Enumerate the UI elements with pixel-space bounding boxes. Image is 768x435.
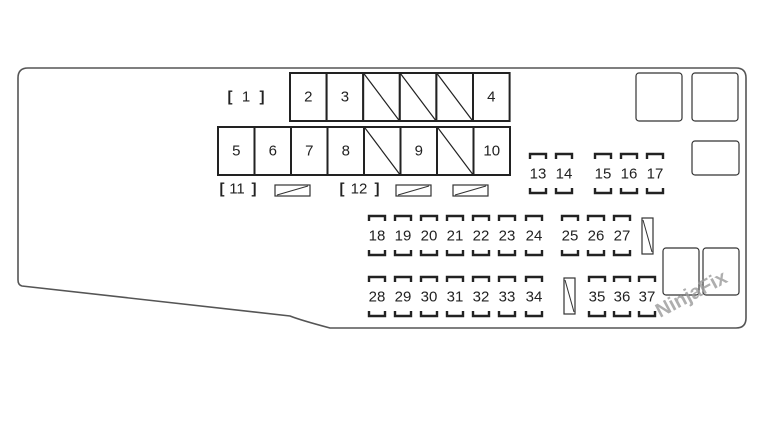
fuse-fuses_bottom-7: 35 [587,275,607,318]
relay-label: 5 [232,143,240,160]
fuse-number: 15 [595,166,612,183]
svg-text:]: ] [260,89,265,106]
relay-3: 3 [325,72,365,122]
svg-text:[: [ [340,181,345,198]
fuse-number: 34 [526,289,543,306]
fuse-number: 37 [639,289,656,306]
relay-empty-slot [435,72,474,122]
fuse-fuses_mid-7: 25 [560,214,580,257]
fuse-fuses_bottom-8: 36 [612,275,632,318]
fuse-fuses_mid-2: 20 [419,214,439,257]
svg-text:[: [ [220,181,225,198]
bracket-label-11: [ 11 ] [220,181,257,198]
fuse-fuses_bottom-0: 28 [367,275,387,318]
fuse-fuses_bottom-5: 33 [497,275,517,318]
relay-8: 8 [326,126,365,176]
relay-9: 9 [399,126,438,176]
fuse-number: 31 [447,289,464,306]
bracket-label-12: [ 12 ] [340,181,380,198]
svg-text:]: ] [375,181,380,198]
fuse-fuses_top-2: 15 [593,152,613,195]
relay-empty-slot [436,126,475,176]
relay-label: 8 [342,143,350,160]
fuse-number: 36 [614,289,631,306]
fuse-number: 14 [556,166,573,183]
relay-empty-slot [398,72,438,122]
fuse-fuses_bottom-1: 29 [393,275,413,318]
fuse-number: 26 [588,228,605,245]
relay-7: 7 [290,126,329,176]
vertical-slot-fuse [641,217,654,255]
fuse-number: 32 [473,289,490,306]
large-relay-block [702,247,740,296]
small-slanted-fuse [395,184,432,197]
relay-5: 5 [217,126,256,176]
relay-empty-slot [363,126,402,176]
large-relay-block [691,140,740,176]
fuse-fuses_mid-6: 24 [524,214,544,257]
fuse-fuses_mid-5: 23 [497,214,517,257]
fuse-fuses_mid-8: 26 [586,214,606,257]
relay-empty-slot [362,72,401,122]
fuse-fuses_mid-1: 19 [393,214,413,257]
fuse-number: 19 [395,228,412,245]
fuse-fuses_mid-0: 18 [367,214,387,257]
fuse-number: 27 [614,228,631,245]
fuse-fuses_top-3: 16 [619,152,639,195]
svg-text:[: [ [228,89,233,106]
fuse-number: 18 [369,228,386,245]
relay-2: 2 [289,72,328,122]
svg-text:12: 12 [351,181,368,198]
fuse-number: 25 [562,228,579,245]
fuse-fuses_top-1: 14 [554,152,574,195]
fuse-fuses_top-4: 17 [645,152,665,195]
svg-text:1: 1 [242,89,250,106]
fuse-fuses_bottom-9: 37 [637,275,657,318]
fuse-box-outline [17,67,747,329]
svg-text:11: 11 [229,181,245,198]
relay-label: 7 [305,143,313,160]
fuse-number: 16 [621,166,638,183]
fuse-number: 30 [421,289,438,306]
fuse-fuses_bottom-4: 32 [471,275,491,318]
relay-label: 4 [487,89,495,106]
fuse-number: 33 [499,289,516,306]
relay-label: 9 [415,143,423,160]
fuse-number: 29 [395,289,412,306]
fuse-fuses_bottom-2: 30 [419,275,439,318]
relay-6: 6 [253,126,292,176]
fuse-number: 35 [589,289,606,306]
fuse-fuses_mid-4: 22 [471,214,491,257]
fuse-number: 13 [530,166,547,183]
fuse-number: 20 [421,228,438,245]
vertical-slot-fuse [563,277,576,315]
small-slanted-fuse [452,184,489,197]
fuse-number: 23 [499,228,516,245]
fuse-fuses_mid-3: 21 [445,214,465,257]
fuse-number: 24 [526,228,543,245]
bracket-label-1: [ 1 ] [228,89,265,106]
small-slanted-fuse [274,184,311,197]
fuse-fuses_mid-9: 27 [612,214,632,257]
relay-10: 10 [472,126,511,176]
large-relay-block [662,247,700,296]
svg-text:]: ] [252,181,257,198]
fuse-fuses_top-0: 13 [528,152,548,195]
fuse-number: 17 [647,166,664,183]
relay-4: 4 [472,72,511,122]
relay-label: 2 [304,89,312,106]
relay-label: 10 [483,143,500,160]
large-relay-block [691,72,739,122]
large-relay-block [635,72,683,122]
fuse-number: 21 [447,228,464,245]
fuse-number: 22 [473,228,490,245]
relay-label: 3 [341,89,349,106]
fuse-fuses_bottom-3: 31 [445,275,465,318]
fuse-fuses_bottom-6: 34 [524,275,544,318]
fuse-number: 28 [369,289,386,306]
relay-label: 6 [269,143,277,160]
